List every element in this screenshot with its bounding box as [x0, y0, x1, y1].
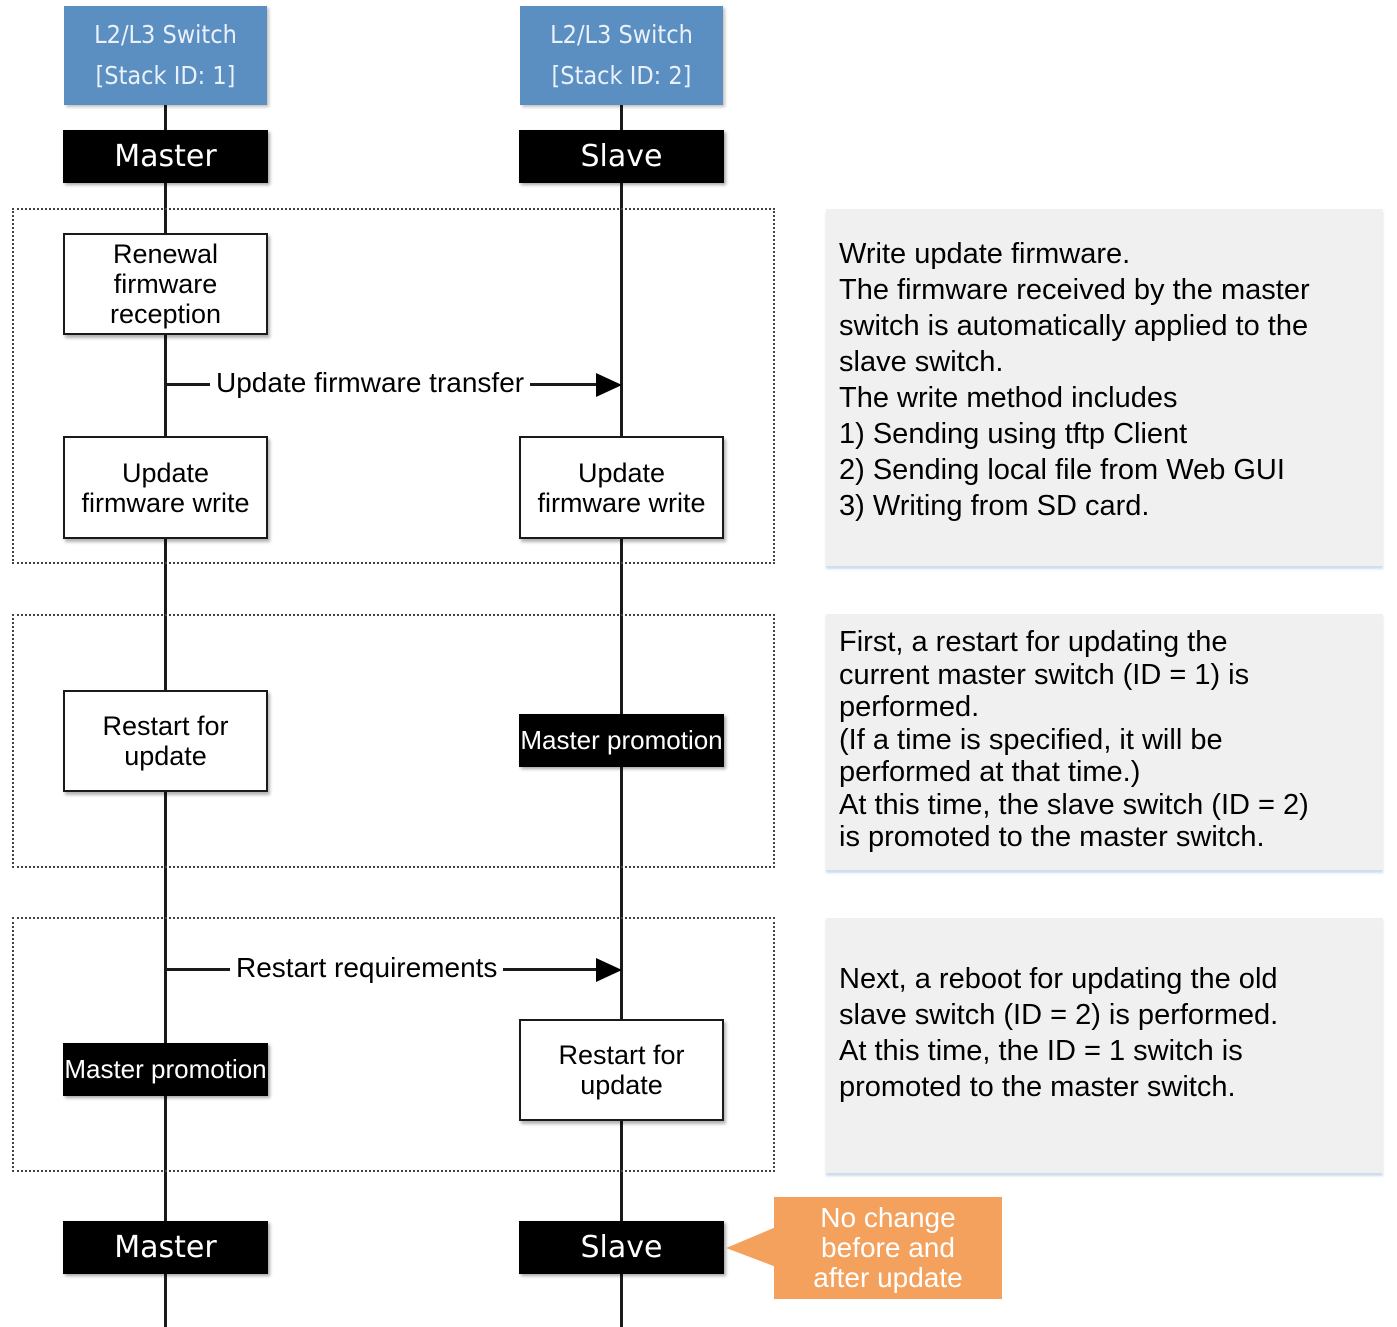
transfer-arrowhead [596, 373, 622, 397]
renewal-firmware-reception-box: Renewal firmware reception [63, 233, 268, 335]
request-label: Restart requirements [230, 952, 504, 984]
box-line: Update [121, 457, 210, 488]
master-switch-header: L2/L3 Switch [Stack ID: 1] [64, 6, 267, 105]
note-line: current master switch (ID = 1) is [839, 658, 1250, 691]
phase-2-frame [12, 614, 775, 868]
phase-3-frame [12, 917, 775, 1172]
note-line: performed at that time.) [839, 756, 1141, 788]
box-line: Renewal [112, 239, 219, 269]
note-line: slave switch (ID = 2) is performed. [839, 999, 1279, 1031]
callout-line: before and [821, 1232, 955, 1263]
box-line: Restart for [102, 711, 229, 741]
box-line: firmware write [81, 487, 250, 518]
box-line: firmware write [537, 487, 706, 518]
transfer-label: Update firmware transfer [210, 367, 531, 399]
note-line: performed. [839, 691, 980, 723]
phase-3-note: Next, a reboot for updating the old slav… [826, 918, 1383, 1173]
note-line: At this time, the slave switch (ID = 2) [839, 788, 1309, 821]
box-line: Update [577, 457, 666, 488]
master-firmware-write-box: Update firmware write [63, 436, 268, 539]
header-line1: L2/L3 Switch [550, 20, 693, 49]
phase-1-note: Write update firmware. The firmware rece… [826, 209, 1383, 566]
note-line: switch is automatically applied to the [839, 310, 1309, 342]
callout-line: No change [820, 1202, 956, 1233]
header-line2: [Stack ID: 1] [95, 61, 236, 90]
phase-2-note: First, a restart for updating the curren… [826, 614, 1383, 870]
note-line: slave switch. [839, 346, 1004, 378]
note-line: The write method includes [839, 382, 1178, 414]
callout-pointer [726, 1227, 776, 1267]
note-line: Write update firmware. [839, 238, 1131, 270]
box-line: update [124, 741, 207, 771]
slave-role-start: Slave [519, 130, 724, 183]
request-arrowhead [596, 958, 622, 982]
callout-line: after update [813, 1262, 963, 1293]
header-line1: L2/L3 Switch [94, 20, 237, 49]
note-line: promoted to the master switch. [839, 1071, 1236, 1103]
note-line: Next, a reboot for updating the old [839, 963, 1278, 995]
box-line: Restart for [558, 1040, 685, 1070]
note-line: First, a restart for updating the [839, 626, 1228, 658]
master-restart-box: Restart for update [63, 690, 268, 792]
note-line: 3) Writing from SD card. [839, 490, 1150, 522]
slave-switch-header: L2/L3 Switch [Stack ID: 2] [520, 6, 723, 105]
slave-role-end: Slave [519, 1221, 724, 1274]
slave-master-promotion: Master promotion [519, 714, 724, 767]
note-line: The firmware received by the master [839, 274, 1310, 306]
note-line: 2) Sending local file from Web GUI [839, 454, 1285, 486]
slave-restart-box: Restart for update [519, 1019, 724, 1121]
box-line: reception [109, 299, 222, 329]
note-line: At this time, the ID = 1 switch is [839, 1035, 1243, 1067]
note-line: (If a time is specified, it will be [839, 723, 1223, 756]
phase-1-frame [12, 208, 775, 564]
no-change-callout: No change before and after update [774, 1197, 1002, 1299]
note-line: is promoted to the master switch. [839, 821, 1265, 853]
note-line: 1) Sending using tftp Client [839, 418, 1188, 450]
master-role-end: Master [63, 1221, 268, 1274]
master-role-start: Master [63, 130, 268, 183]
header-line2: [Stack ID: 2] [551, 61, 692, 90]
master-master-promotion: Master promotion [63, 1043, 268, 1096]
box-line: firmware [113, 269, 218, 299]
box-line: update [580, 1070, 663, 1100]
slave-firmware-write-box: Update firmware write [519, 436, 724, 539]
